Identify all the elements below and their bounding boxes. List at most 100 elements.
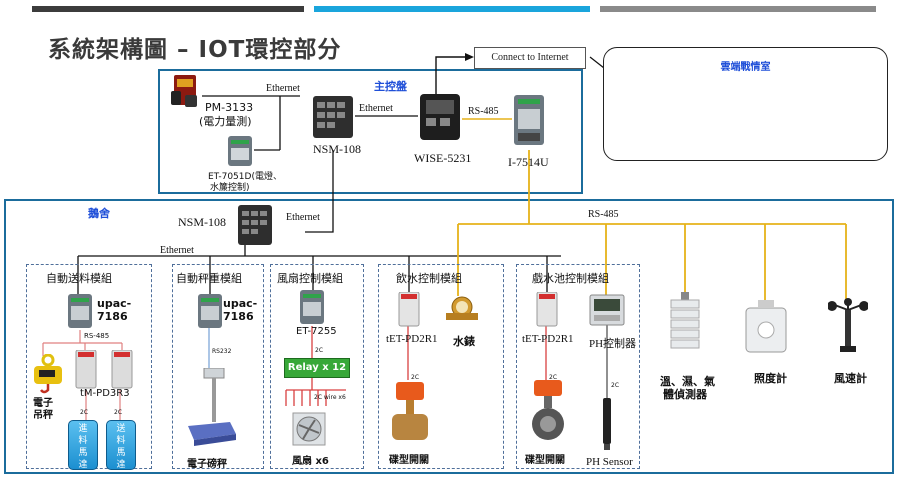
i7514u-label: I-7514U [508, 155, 549, 169]
nsm108-switch-icon [313, 96, 355, 144]
rs485-top-label: RS-485 [468, 106, 499, 117]
upac7186-weigh-icon [196, 294, 224, 334]
fan-2c-wire-label: 2C wire x6 [314, 394, 346, 401]
water-2c-label: 2C [411, 374, 420, 381]
top-bar-gray [600, 6, 876, 12]
pm3133-meter-icon [171, 73, 201, 113]
motor-in-char: 馬 [78, 448, 88, 458]
top-bar-dark [32, 6, 304, 12]
i7514u-hub-icon [512, 95, 546, 151]
upac-feed-label: upac- [97, 297, 132, 310]
upac-weigh-label: upac- [223, 297, 258, 310]
ph-controller-icon [589, 294, 625, 332]
tet-pd2r1-water-icon [398, 291, 420, 332]
fans-label: 風扇 x6 [292, 456, 329, 467]
nsm108-barn-label: NSM-108 [178, 215, 227, 229]
upac-weigh-model: 7186 [223, 310, 254, 323]
motor-in-char: 達 [78, 460, 88, 470]
water-valve-label: 碟型開關 [389, 455, 429, 466]
page-title: 系統架構圖 – IOT環控部分 [48, 37, 342, 63]
module-fan [270, 264, 364, 469]
upac7186-feed-icon [66, 294, 94, 334]
ph-sensor-label: PH Sensor [586, 456, 633, 468]
crane-scale-icon [31, 353, 65, 398]
tm-pd3r3-icon-1 [75, 349, 97, 394]
pool-butterfly-valve-icon [528, 380, 568, 448]
fan-title: 風扇控制模組 [277, 272, 343, 285]
feed-2c-label-1: 2C [80, 409, 89, 416]
lux-meter-label: 照度計 [754, 372, 787, 385]
thermo-label-2: 體偵測器 [663, 388, 707, 401]
motor-out-char: 送 [116, 424, 126, 434]
barn-border [4, 199, 894, 474]
fan-2c-label: 2C [315, 347, 324, 354]
ethernet-label-1: Ethernet [266, 83, 300, 94]
pool-valve-label: 碟型開關 [525, 455, 565, 466]
cloud-room-title: 雲端戰情室 [720, 62, 771, 73]
electronic-scale-label: 電子磅秤 [187, 459, 227, 470]
motor-in-char: 料 [78, 436, 88, 446]
feed-2c-label-2: 2C [114, 409, 123, 416]
main-panel-label: 主控盤 [374, 80, 407, 93]
relay-x12-box: Relay x 12 [284, 358, 350, 378]
et7255-module-icon [298, 290, 326, 330]
motor-in-char: 進 [78, 424, 88, 434]
motor-out-char: 馬 [116, 448, 126, 458]
crane-label-1: 電子 [33, 398, 53, 409]
pool-2c-label-1: 2C [549, 374, 558, 381]
module-auto-weigh [172, 264, 264, 469]
thermo-hygro-sensor-icon [667, 292, 703, 362]
et7051d-label: ET-7051D(電燈、 [208, 172, 282, 182]
tm-pd3r3-label: tM-PD3R3 [80, 388, 130, 399]
rs232-label: RS232 [212, 348, 232, 355]
electronic-scale-icon [186, 367, 236, 454]
main-panel-border [158, 69, 583, 194]
rs485-small-label: RS-485 [84, 332, 110, 340]
internet-arrow-head [465, 53, 474, 61]
pm3133-sub-label: (電力量測) [199, 115, 252, 128]
pm3133-label: PM-3133 [205, 101, 254, 114]
ethernet-label-4: Ethernet [160, 245, 194, 256]
module-pool [516, 264, 640, 469]
thermo-label-1: 溫、濕、氣 [660, 375, 715, 388]
wise5231-label: WISE-5231 [414, 151, 472, 165]
ethernet-label-3: Ethernet [286, 212, 320, 223]
rs485-barn-label: RS-485 [588, 209, 619, 220]
tm-pd3r3-icon-2 [111, 349, 133, 394]
crane-label-2: 吊秤 [33, 410, 53, 421]
wise5231-controller-icon [418, 92, 464, 146]
motor-out-char: 料 [116, 436, 126, 446]
wind-meter-label: 風速計 [834, 372, 867, 385]
auto-feed-title: 自動送料模組 [46, 272, 112, 285]
pool-title: 戲水池控制模組 [532, 272, 609, 285]
barn-label: 鵝舍 [88, 207, 110, 220]
fan-icon [292, 412, 326, 450]
nsm108-barn-switch-icon [238, 205, 276, 251]
ph-sensor-probe-icon [600, 398, 614, 456]
feed-in-motor: 進 料 馬 達 [68, 420, 98, 470]
lux-meter-icon [744, 300, 788, 358]
cloud-control-room: 雲端戰情室 [603, 47, 888, 161]
pool-2c-label-2: 2C [611, 382, 620, 389]
feed-out-motor: 送 料 馬 達 [106, 420, 136, 470]
ethernet-label-2: Ethernet [359, 103, 393, 114]
water-butterfly-valve-icon [390, 382, 430, 448]
module-water [378, 264, 504, 469]
connect-to-internet-box: Connect to Internet [474, 47, 586, 69]
water-meter-label: 水錶 [453, 335, 475, 348]
et7051d-sub-label: 水簾控制) [210, 183, 250, 193]
anemometer-icon [827, 298, 869, 358]
internet-link [435, 56, 466, 96]
motor-out-char: 達 [116, 460, 126, 470]
water-meter-icon [446, 293, 478, 331]
et7051d-module-icon [226, 136, 254, 172]
ph-controller-label: PH控制器 [589, 338, 637, 350]
tet-pool-label: tET-PD2R1 [522, 333, 574, 345]
upac-feed-model: 7186 [97, 310, 128, 323]
water-title: 飲水控制模組 [396, 272, 462, 285]
tet-water-label: tET-PD2R1 [386, 333, 438, 345]
top-bar-blue [314, 6, 590, 12]
et7255-label: ET-7255 [296, 326, 337, 337]
